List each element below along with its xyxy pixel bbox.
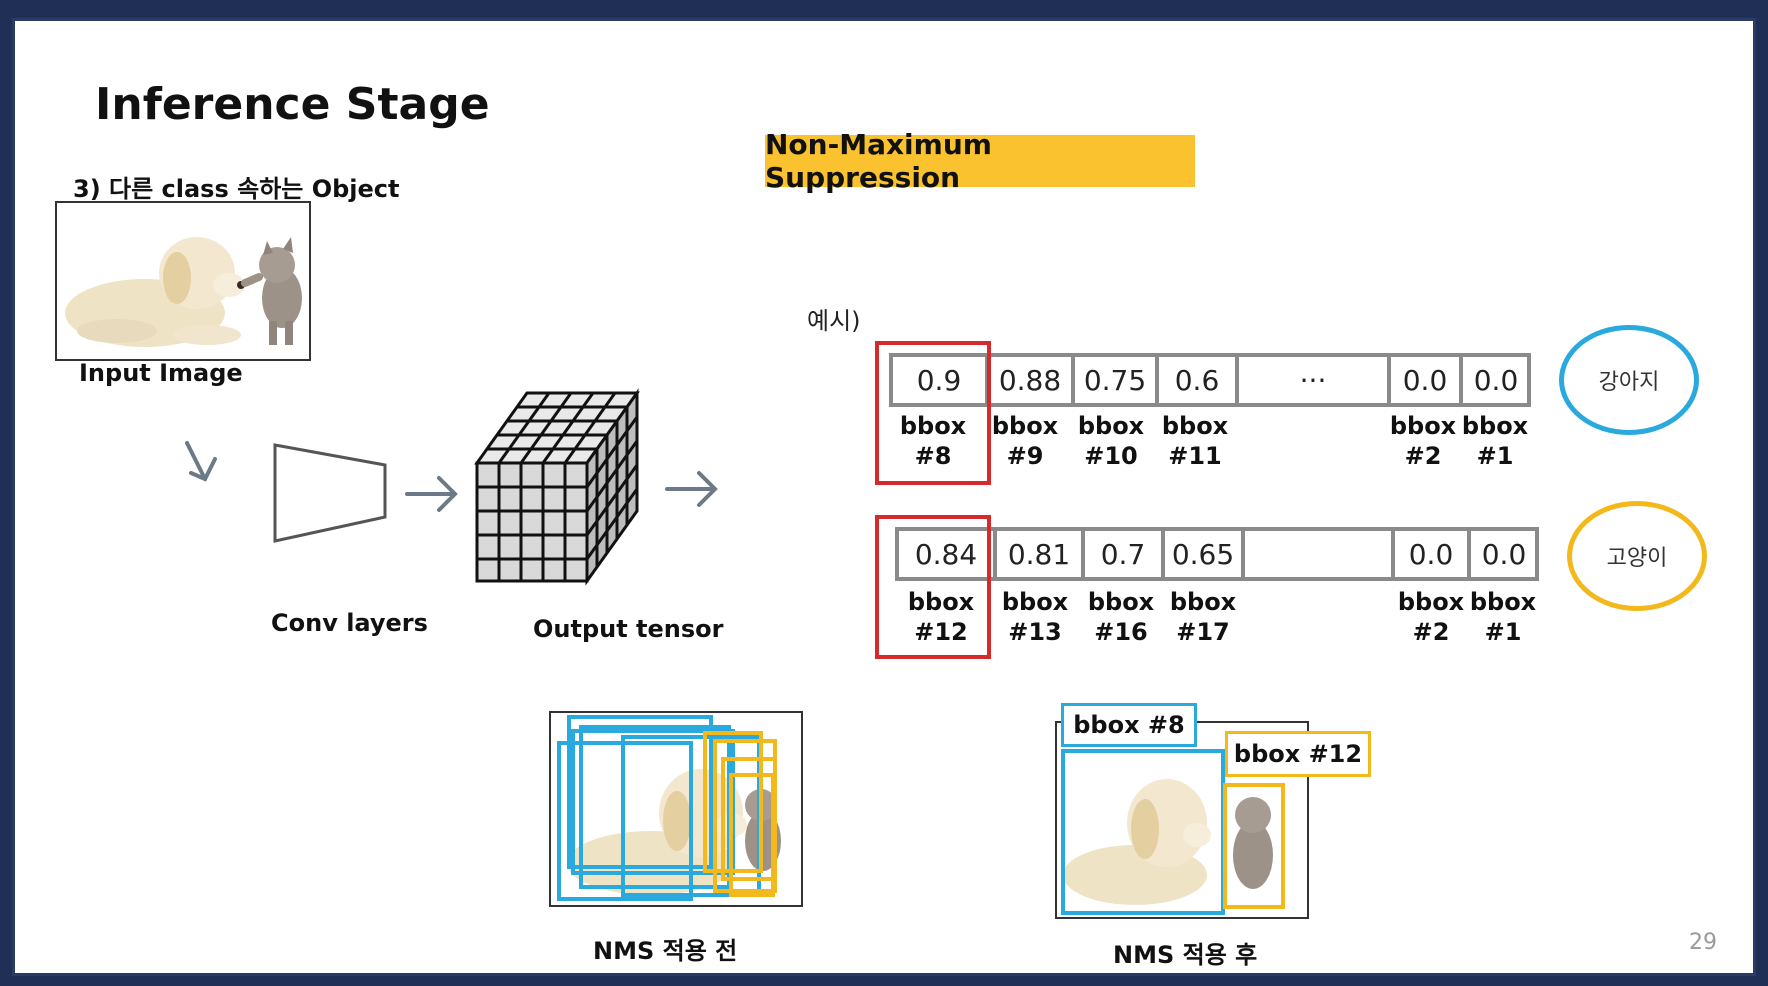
- bbox-name: bbox: [1087, 588, 1155, 616]
- bbox-id: #10: [1084, 442, 1138, 470]
- bbox-id: #2: [1404, 442, 1442, 470]
- before-nms-image: [549, 711, 803, 907]
- bbox-labels-dog: bbox#8 bbox#9 bbox#10 bbox#11 bbox#2 bbo…: [889, 411, 1589, 481]
- bbox-id: #9: [1006, 442, 1044, 470]
- bbox-name: bbox: [1461, 412, 1529, 440]
- score-cell: 0.0: [1395, 531, 1471, 577]
- score-cell: 0.88: [989, 357, 1075, 403]
- score-cell: 0.84: [899, 531, 997, 577]
- class-label-cat: 고양이: [1567, 501, 1707, 611]
- score-cell: 0.75: [1075, 357, 1159, 403]
- score-cell: 0.0: [1473, 363, 1519, 397]
- bbox-id: #8: [914, 442, 952, 470]
- bbox-name: bbox: [991, 412, 1059, 440]
- bbox-name: bbox: [1169, 588, 1237, 616]
- down-arrow-icon: [185, 441, 217, 482]
- slide-title: Inference Stage: [95, 79, 490, 130]
- bbox-name: bbox: [1469, 588, 1537, 616]
- input-image: [55, 201, 311, 361]
- score-cell: 0.0: [1391, 357, 1463, 403]
- score-cell: 0.6: [1159, 357, 1239, 403]
- example-label: 예시): [807, 307, 861, 335]
- cat-box-tag: bbox #12: [1225, 731, 1371, 777]
- after-nms-label: NMS 적용 후: [1113, 941, 1258, 969]
- bbox-name: bbox: [1077, 412, 1145, 440]
- slide-subtitle: 3) 다른 class 속하는 Object: [73, 175, 400, 203]
- input-image-label: Input Image: [79, 359, 243, 387]
- score-cell: 0.7: [1085, 531, 1165, 577]
- bbox-name: bbox: [907, 588, 975, 616]
- right-arrow-icon: [665, 471, 718, 507]
- score-cell: 0.81: [997, 531, 1085, 577]
- bbox-name: bbox: [1397, 588, 1465, 616]
- bbox-id: #1: [1484, 618, 1522, 646]
- bbox-id: #17: [1176, 618, 1230, 646]
- bbox-id: #11: [1168, 442, 1222, 470]
- before-nms-label: NMS 적용 전: [593, 937, 738, 965]
- bbox-name: bbox: [1001, 588, 1069, 616]
- bbox-id: #12: [914, 618, 968, 646]
- score-cell: [1245, 531, 1395, 577]
- highlight-top-dog: [875, 341, 991, 485]
- page-number: 29: [1689, 930, 1717, 955]
- score-cell: 0.0: [1481, 537, 1527, 571]
- conv-layers-label: Conv layers: [271, 609, 428, 637]
- bbox-id: #2: [1412, 618, 1450, 646]
- bbox-name: bbox: [899, 412, 967, 440]
- bbox-id: #1: [1476, 442, 1514, 470]
- conv-layers-shape: [273, 443, 387, 543]
- highlight-top-cat: [875, 515, 991, 659]
- slide: Inference Stage 3) 다른 class 속하는 Object I…: [12, 18, 1756, 976]
- pipeline-diagram: [185, 388, 718, 586]
- bbox-labels-cat: bbox#12 bbox#13 bbox#16 bbox#17 bbox#2 b…: [895, 587, 1595, 657]
- dog-box-tag: bbox #8: [1061, 703, 1197, 747]
- output-tensor-cube: [474, 388, 640, 586]
- score-cell: ···: [1239, 357, 1391, 403]
- right-arrow-icon: [405, 476, 458, 512]
- bbox-name: bbox: [1161, 412, 1229, 440]
- bbox-id: #13: [1008, 618, 1062, 646]
- class-label-dog: 강아지: [1559, 325, 1699, 435]
- bbox-name: bbox: [1389, 412, 1457, 440]
- bbox-id: #16: [1094, 618, 1148, 646]
- output-tensor-label: Output tensor: [533, 615, 724, 643]
- score-row-cat: 0.84 0.81 0.7 0.65 0.0 0.0: [895, 527, 1539, 581]
- score-row-dog: 0.9 0.88 0.75 0.6 ··· 0.0 0.0: [889, 353, 1531, 407]
- nms-title-badge: Non-Maximum Suppression: [765, 128, 1195, 194]
- score-cell: 0.65: [1165, 531, 1245, 577]
